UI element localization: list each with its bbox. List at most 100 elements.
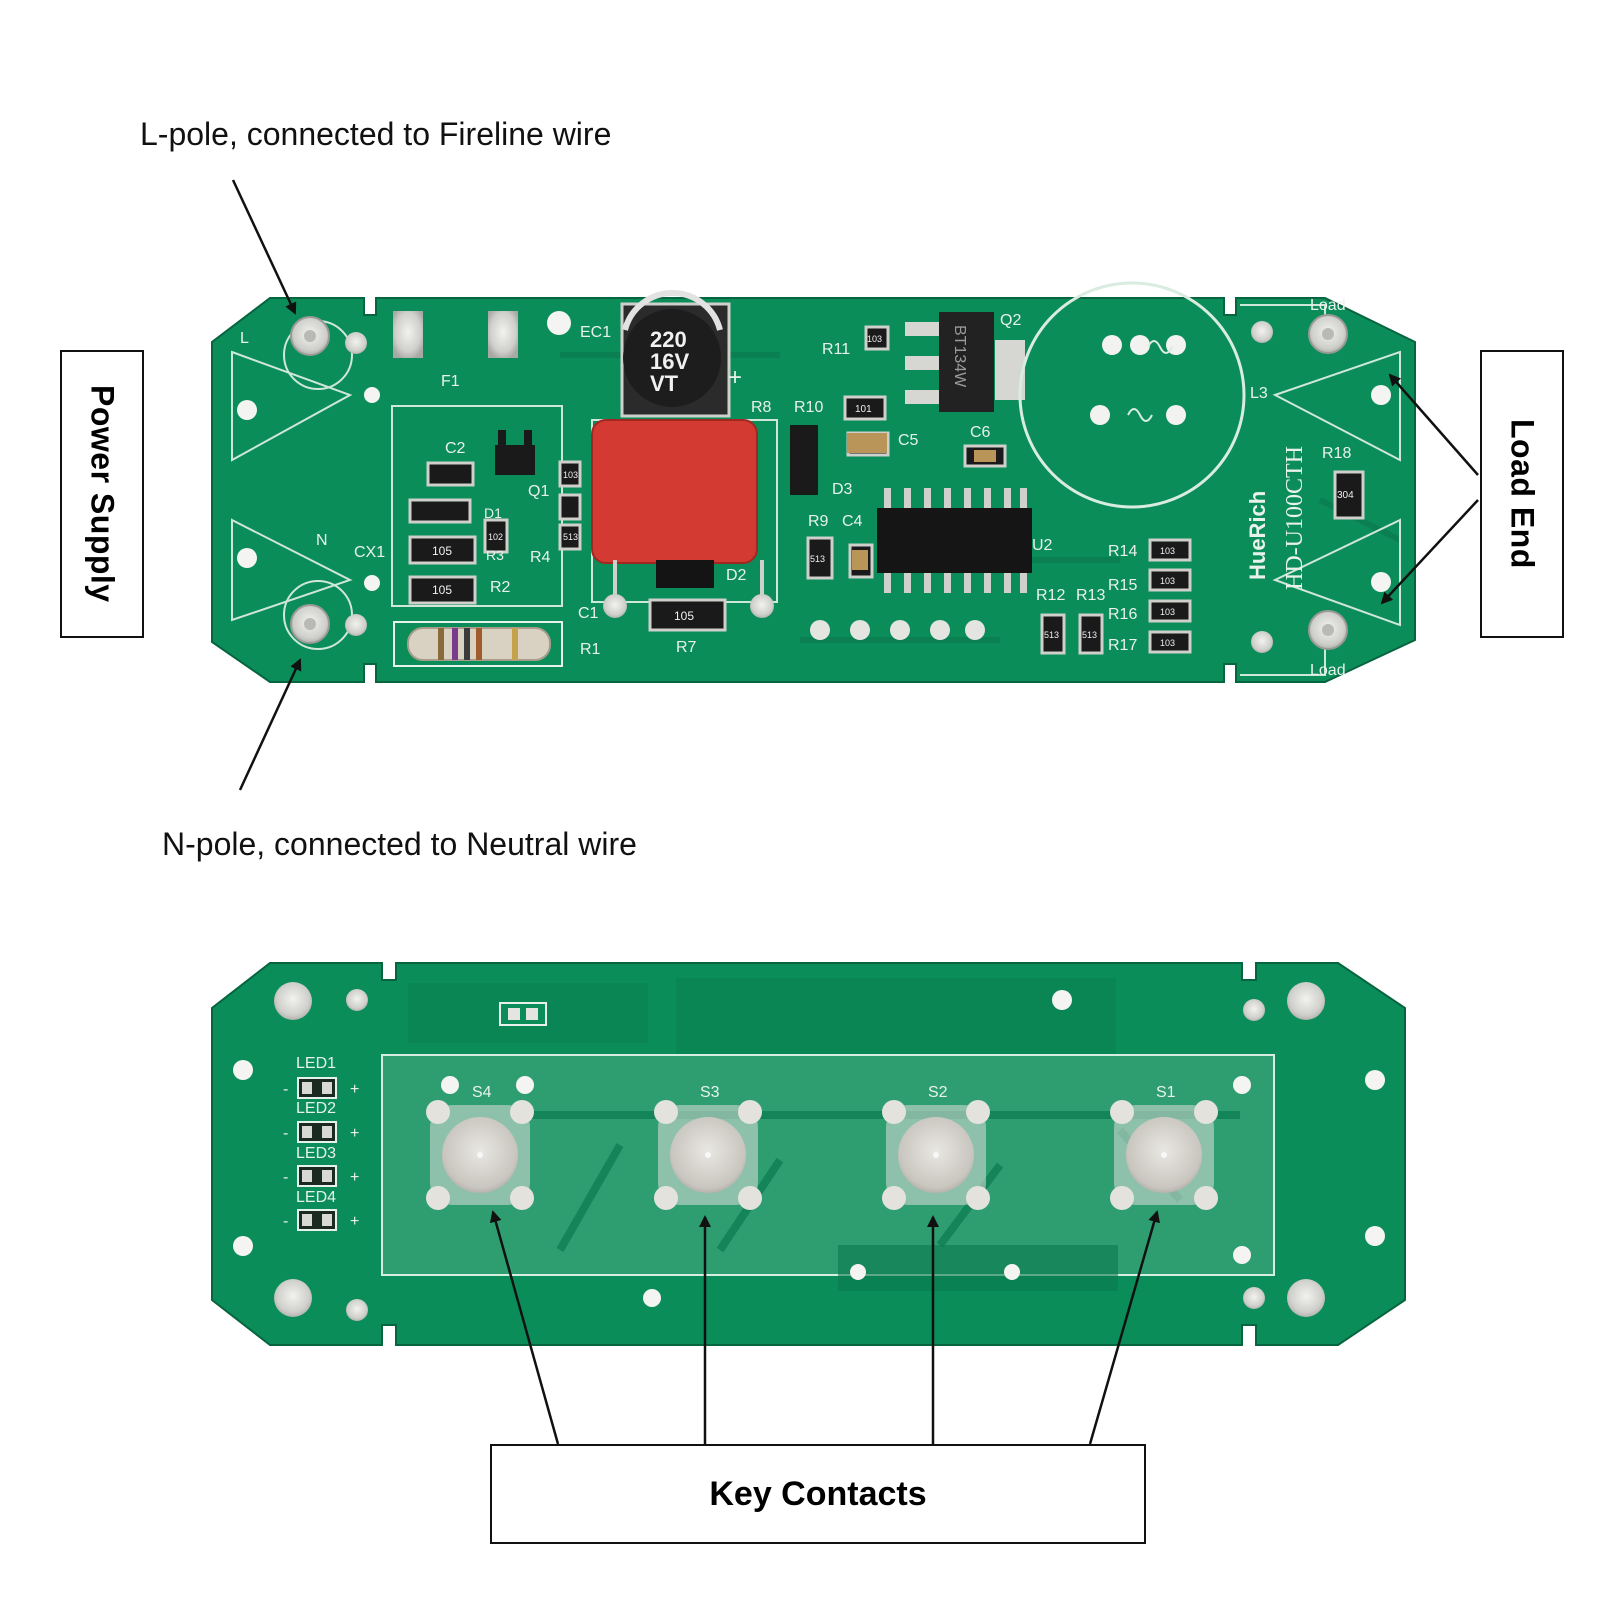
silk-ec1: EC1 xyxy=(580,324,611,341)
marking-103-b: 103 xyxy=(563,470,578,480)
load-end-box: Load End xyxy=(1480,350,1564,638)
led-group xyxy=(297,1077,337,1231)
film-capacitor xyxy=(591,419,758,564)
silk-c6: C6 xyxy=(970,424,991,441)
silk-r12: R12 xyxy=(1036,587,1065,604)
arrow-key-s1 xyxy=(1088,1210,1160,1445)
silk-c5: C5 xyxy=(898,432,919,449)
key-s3 xyxy=(654,1100,762,1210)
silk-led1: LED1 xyxy=(296,1055,336,1072)
silk-brand: HueRich xyxy=(1245,491,1270,580)
silk-r3: R3 xyxy=(486,547,504,563)
n-pole-label: N-pole, connected to Neutral wire xyxy=(162,826,637,862)
silk-r1: R1 xyxy=(580,641,601,658)
silk-minus-3: - xyxy=(283,1169,288,1186)
triac-q2 xyxy=(905,312,1025,412)
arrow-key-s4 xyxy=(489,1210,560,1445)
inductor-l3 xyxy=(1018,281,1246,509)
power-supply-label: Power Supply xyxy=(84,385,121,603)
silk-r4: R4 xyxy=(530,549,551,566)
silk-d2: D2 xyxy=(726,567,747,584)
arrow-load-top xyxy=(1388,373,1479,476)
l-pole-label: L-pole, connected to Fireline wire xyxy=(140,116,612,152)
silk-r8: R8 xyxy=(751,399,772,416)
silk-q1: Q1 xyxy=(528,483,549,500)
silk-load-top: Load xyxy=(1310,297,1346,314)
silk-n: N xyxy=(316,532,328,549)
load-end-label: Load End xyxy=(1504,419,1541,569)
silk-d3: D3 xyxy=(832,481,853,498)
marking-103-a: 103 xyxy=(867,334,882,344)
front-markings: 220 16V VT + BT134W 105 105 105 101 103 … xyxy=(432,325,1354,648)
silk-q2: Q2 xyxy=(1000,312,1021,329)
silk-r17: R17 xyxy=(1108,637,1137,654)
cap-series: VT xyxy=(650,371,679,396)
silk-d1: D1 xyxy=(484,505,502,521)
silk-r7: R7 xyxy=(676,639,697,656)
ic-u2 xyxy=(877,488,1032,593)
silk-s4: S4 xyxy=(472,1084,492,1101)
silk-led2: LED2 xyxy=(296,1100,336,1117)
electrolytic-capacitor xyxy=(623,309,721,407)
silk-c4: C4 xyxy=(842,513,863,530)
silk-r10: R10 xyxy=(794,399,823,416)
silk-r11: R11 xyxy=(822,341,850,358)
marking-103-c: 103 xyxy=(1160,546,1175,556)
front-board xyxy=(211,281,1416,683)
arrow-n-pole xyxy=(238,658,302,791)
triac-marking: BT134W xyxy=(951,325,968,388)
cap-value: 220 xyxy=(650,327,687,352)
marking-101: 101 xyxy=(855,404,872,415)
silk-s3: S3 xyxy=(700,1084,720,1101)
silk-s2: S2 xyxy=(928,1084,948,1101)
marking-513-a: 513 xyxy=(563,532,578,542)
back-board xyxy=(211,962,1406,1346)
arrow-load-bottom xyxy=(1380,499,1479,605)
marking-513-c: 513 xyxy=(1044,630,1059,640)
arrow-l-pole xyxy=(231,179,297,315)
marking-304: 304 xyxy=(1337,490,1354,501)
key-s4 xyxy=(426,1100,534,1210)
silk-f1: F1 xyxy=(441,373,460,390)
marking-103-e: 103 xyxy=(1160,607,1175,617)
marking-105-c: 105 xyxy=(674,609,694,623)
silk-minus-2: - xyxy=(283,1125,288,1142)
silk-minus-4: - xyxy=(283,1213,288,1230)
silk-r13: R13 xyxy=(1076,587,1105,604)
silk-c2: C2 xyxy=(445,440,466,457)
marking-103-d: 103 xyxy=(1160,576,1175,586)
marking-513-d: 513 xyxy=(1082,630,1097,640)
silk-l: L xyxy=(240,330,249,347)
silk-r9: R9 xyxy=(808,513,829,530)
silk-l3: L3 xyxy=(1250,385,1268,402)
silk-plus-3: + xyxy=(350,1169,359,1186)
power-supply-box: Power Supply xyxy=(60,350,144,638)
silk-r2: R2 xyxy=(490,579,511,596)
silk-plus-2: + xyxy=(350,1125,359,1142)
marking-105-b: 105 xyxy=(432,583,452,597)
marking-102: 102 xyxy=(488,532,503,542)
marking-103-f: 103 xyxy=(1160,638,1175,648)
silk-plus-4: + xyxy=(350,1213,359,1230)
key-s1 xyxy=(1110,1100,1218,1210)
cap-voltage: 16V xyxy=(650,349,689,374)
silk-cx1: CX1 xyxy=(354,544,385,561)
silk-r15: R15 xyxy=(1108,577,1137,594)
cap-plus: + xyxy=(728,364,742,391)
silk-plus-1: + xyxy=(350,1081,359,1098)
silk-led4: LED4 xyxy=(296,1189,336,1206)
marking-513-b: 513 xyxy=(810,554,825,564)
silk-minus-1: - xyxy=(283,1081,288,1098)
silk-c1: C1 xyxy=(578,605,599,622)
front-silkscreen: L N F1 EC1 CX1 C2 Q1 D1 R3 R4 R2 C1 R1 R… xyxy=(240,297,1351,679)
marking-105-a: 105 xyxy=(432,544,452,558)
key-s2 xyxy=(882,1100,990,1210)
key-contacts-label: Key Contacts xyxy=(709,1474,927,1513)
silk-r18: R18 xyxy=(1322,445,1351,462)
key-contacts-box: Key Contacts xyxy=(490,1444,1146,1544)
silk-load-bottom: Load xyxy=(1310,662,1346,679)
silk-r14: R14 xyxy=(1108,543,1137,560)
callout-arrows xyxy=(231,179,1479,1445)
silk-u2: U2 xyxy=(1032,537,1053,554)
